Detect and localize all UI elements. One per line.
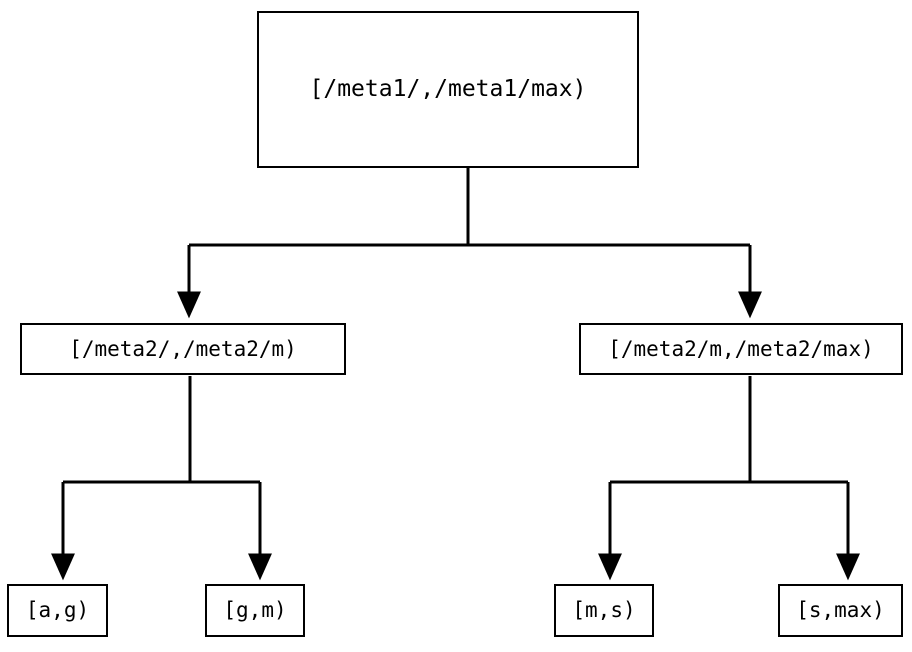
node-leaf-g-m-label: [g,m) <box>223 598 287 622</box>
node-leaf-m-s-label: [m,s) <box>572 598 636 622</box>
node-meta2-upper-label: [/meta2/m,/meta2/max) <box>608 336 874 361</box>
node-leaf-s-max-label: [s,max) <box>796 598 885 622</box>
node-leaf-a-g-label: [a,g) <box>25 598 90 622</box>
node-meta2-upper[interactable]: [/meta2/m,/meta2/max) <box>579 323 903 375</box>
edge-root-to-mid <box>177 168 762 319</box>
node-root-label: [/meta1/,/meta1/max) <box>309 76 587 102</box>
node-meta2-lower[interactable]: [/meta2/,/meta2/m) <box>20 323 346 375</box>
edge-midright-to-leaves <box>598 376 860 581</box>
node-root[interactable]: [/meta1/,/meta1/max) <box>257 11 639 168</box>
node-leaf-m-s[interactable]: [m,s) <box>554 584 654 637</box>
node-leaf-a-g[interactable]: [a,g) <box>7 584 108 637</box>
edge-midleft-to-leaves <box>51 376 272 581</box>
node-leaf-s-max[interactable]: [s,max) <box>778 584 903 637</box>
node-leaf-g-m[interactable]: [g,m) <box>205 584 305 637</box>
node-meta2-lower-label: [/meta2/,/meta2/m) <box>69 336 297 361</box>
